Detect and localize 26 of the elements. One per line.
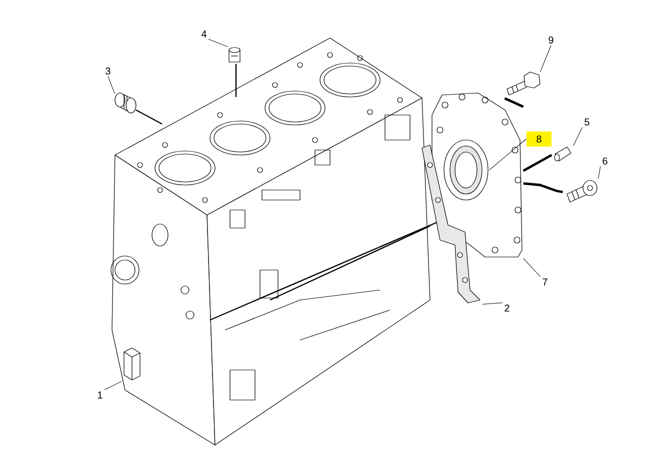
- leader-line: [598, 166, 601, 179]
- callout-number: 3: [106, 67, 110, 75]
- callout-number: 1: [98, 392, 102, 398]
- callout-number: 9: [548, 36, 554, 44]
- gasket-drawing: [422, 144, 480, 304]
- fitting-drawing: [228, 47, 240, 62]
- leader-line: [540, 45, 552, 72]
- callout-number: 5: [584, 118, 590, 126]
- callout-number: 4: [201, 30, 206, 38]
- callout-number: 7: [542, 278, 548, 286]
- leader-line: [523, 258, 541, 278]
- callout-number: 2: [504, 304, 510, 312]
- leader-line: [208, 39, 228, 47]
- leader-line: [573, 127, 583, 146]
- dowel-pin-drawing: [554, 146, 572, 162]
- leader-line: [104, 381, 122, 390]
- leader-line: [108, 76, 115, 94]
- bolt-drawing: [506, 72, 540, 96]
- assembly-line: [522, 154, 552, 172]
- leader-line: [482, 302, 503, 305]
- assembly-line: [504, 97, 524, 108]
- bolt-drawing: [566, 180, 598, 202]
- callout-number: 8: [526, 132, 552, 146]
- assembly-line: [523, 182, 563, 194]
- plug-drawing: [114, 92, 136, 114]
- callout-number: 6: [602, 157, 608, 165]
